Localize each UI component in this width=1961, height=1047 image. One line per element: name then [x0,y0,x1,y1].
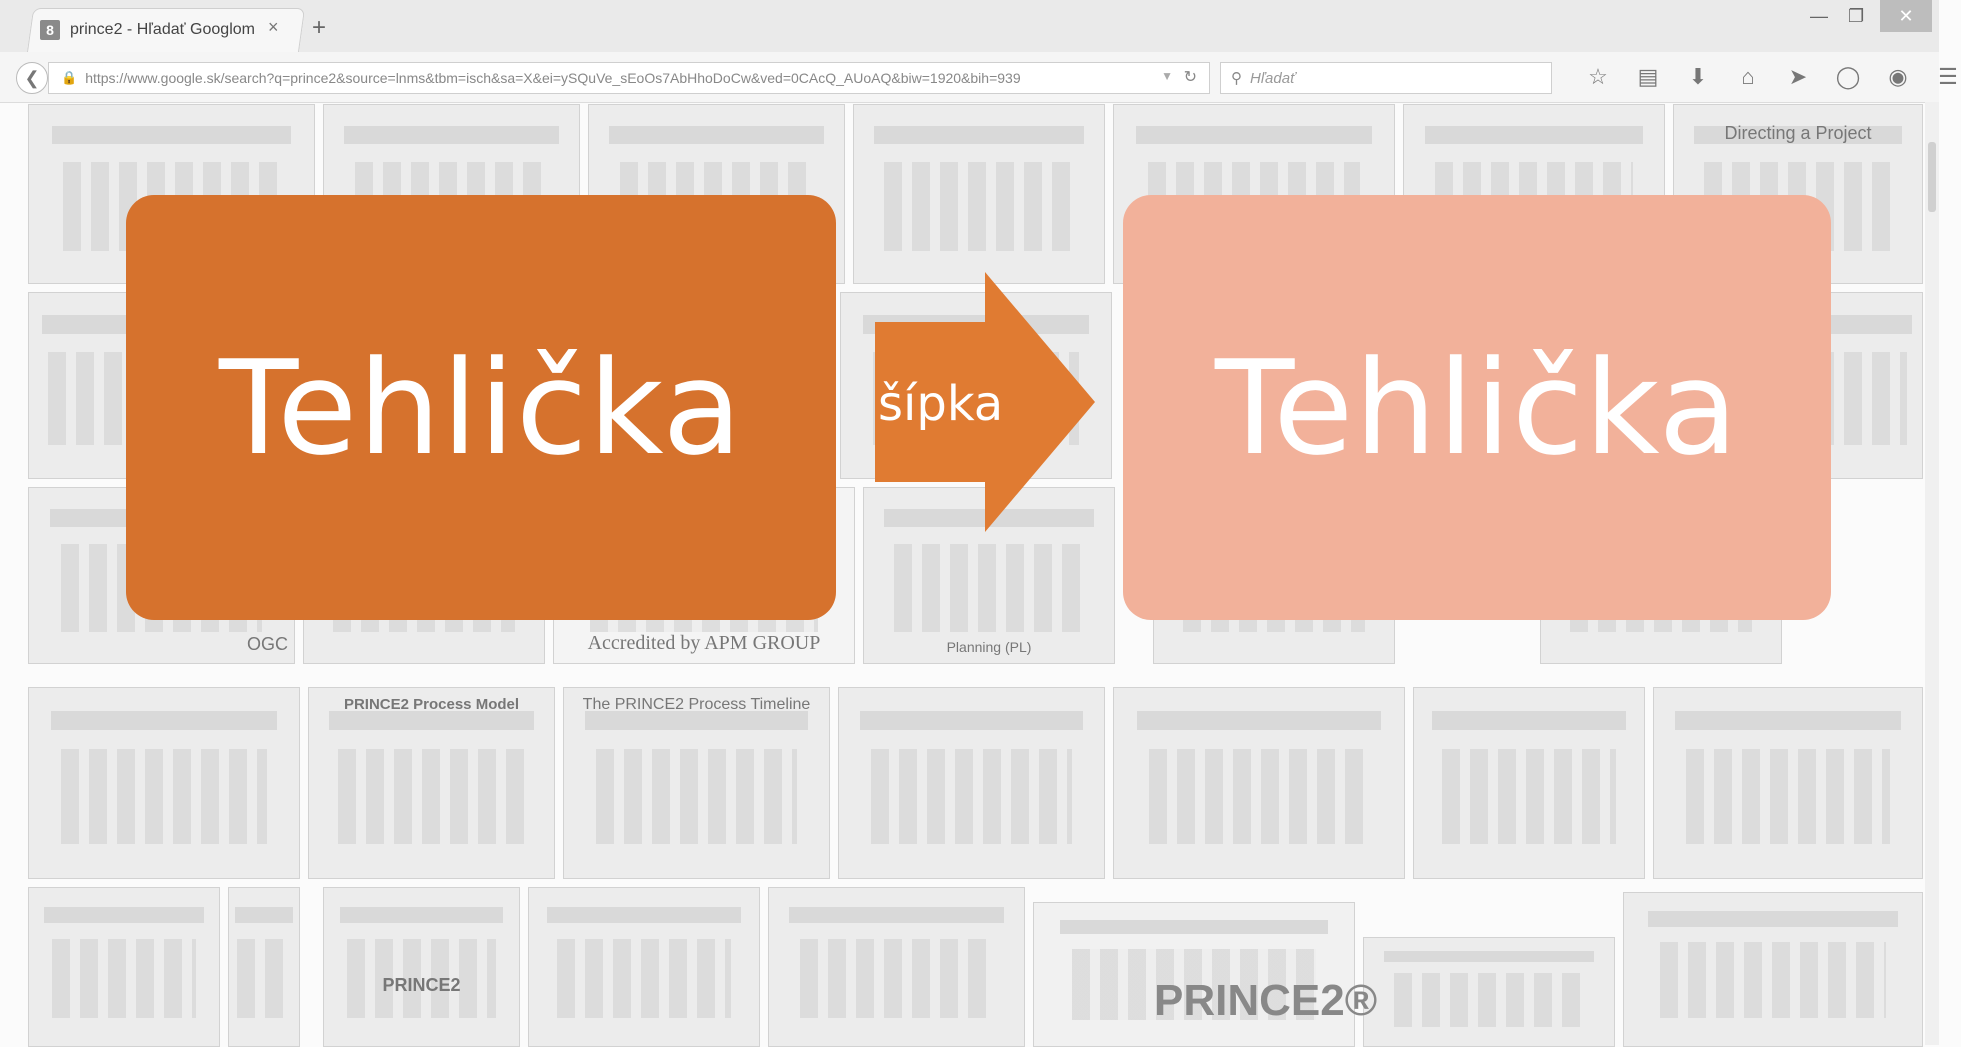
thumb-caption: OGC [246,634,288,654]
thumb-caption: Accredited by APM GROUP [587,632,821,654]
left-brick: Tehlička [126,195,836,620]
thumb-caption: The PRINCE2 Process Timeline [582,696,811,713]
image-result[interactable] [1653,687,1923,879]
url-text[interactable]: https://www.google.sk/search?q=prince2&s… [85,70,1021,86]
image-result[interactable]: PRINCE2® [1033,902,1378,1047]
url-bar[interactable]: 🔒 https://www.google.sk/search?q=prince2… [48,62,1210,94]
image-result[interactable] [1413,687,1645,879]
chat-icon[interactable]: ◉ [1888,64,1908,89]
window-close-button[interactable]: ✕ [1880,0,1932,32]
image-result[interactable] [1623,892,1923,1047]
thumb-caption: Directing a Project [1724,123,1872,143]
thumb-caption: Planning (PL) [946,639,1032,655]
restore-icon[interactable]: ❐ [1848,6,1865,26]
search-icon: ⚲ [1231,70,1242,87]
tab-title: prince2 - Hľadať Googlom [70,21,255,38]
arrow-polygon [875,272,1095,532]
minimize-icon[interactable]: — [1810,6,1828,26]
pocket-icon[interactable]: ◯ [1835,64,1861,89]
tab-close-icon[interactable]: × [268,17,279,37]
right-brick: Tehlička [1123,195,1831,620]
scrollbar-thumb[interactable] [1928,142,1936,212]
dropdown-icon[interactable]: ▼ [1161,69,1173,83]
thumb-caption: PRINCE2 [382,975,461,995]
image-result[interactable]: PRINCE2 [323,887,520,1047]
download-icon[interactable]: ⬇ [1688,64,1708,89]
arrow-label: šípka [878,376,1004,432]
image-result[interactable] [768,887,1025,1047]
image-result[interactable] [1363,937,1615,1047]
toolbar-icons: ☆ ▤ ⬇ ⌂ ➤ ◯ ◉ ☰ [1585,64,1961,90]
left-brick-label: Tehlička [218,331,744,484]
image-result[interactable] [528,887,760,1047]
google-favicon-icon: 8 [40,20,60,40]
image-result[interactable] [228,887,300,1047]
back-arrow-icon: ❮ [24,67,40,88]
page-scrollbar[interactable] [1925,102,1939,1045]
image-result[interactable] [1113,687,1405,879]
thumb-caption: PRINCE2 Process Model [343,696,520,713]
image-result[interactable] [28,687,300,879]
lock-icon: 🔒 [61,70,78,85]
menu-icon[interactable]: ☰ [1938,64,1958,89]
send-icon[interactable]: ➤ [1788,64,1808,89]
home-icon[interactable]: ⌂ [1741,64,1755,89]
image-result[interactable] [853,104,1105,284]
browser-tab-content[interactable]: 8 prince2 - Hľadať Googlom [40,8,255,52]
search-input[interactable]: Hľadať [1250,69,1296,87]
image-result[interactable]: PRINCE2 Process Model [308,687,555,879]
reading-list-icon[interactable]: ▤ [1637,64,1659,89]
new-tab-button[interactable]: + [312,14,327,41]
back-button[interactable]: ❮ [16,62,48,94]
arrow-shape [875,272,1095,532]
star-icon[interactable]: ☆ [1588,64,1608,89]
tab-bar: 8 prince2 - Hľadať Googlom × + — ❐ ✕ [0,0,1939,53]
navigation-bar: ❮ 🔒 https://www.google.sk/search?q=princ… [0,52,1958,103]
image-result[interactable] [838,687,1105,879]
thumb-caption: PRINCE2® [1154,976,1378,1025]
search-bar[interactable]: ⚲ Hľadať [1220,62,1552,94]
right-brick-label: Tehlička [1214,331,1740,484]
reload-icon[interactable]: ↻ [1183,69,1197,86]
image-result[interactable]: The PRINCE2 Process Timeline [563,687,830,879]
image-result[interactable] [28,887,220,1047]
